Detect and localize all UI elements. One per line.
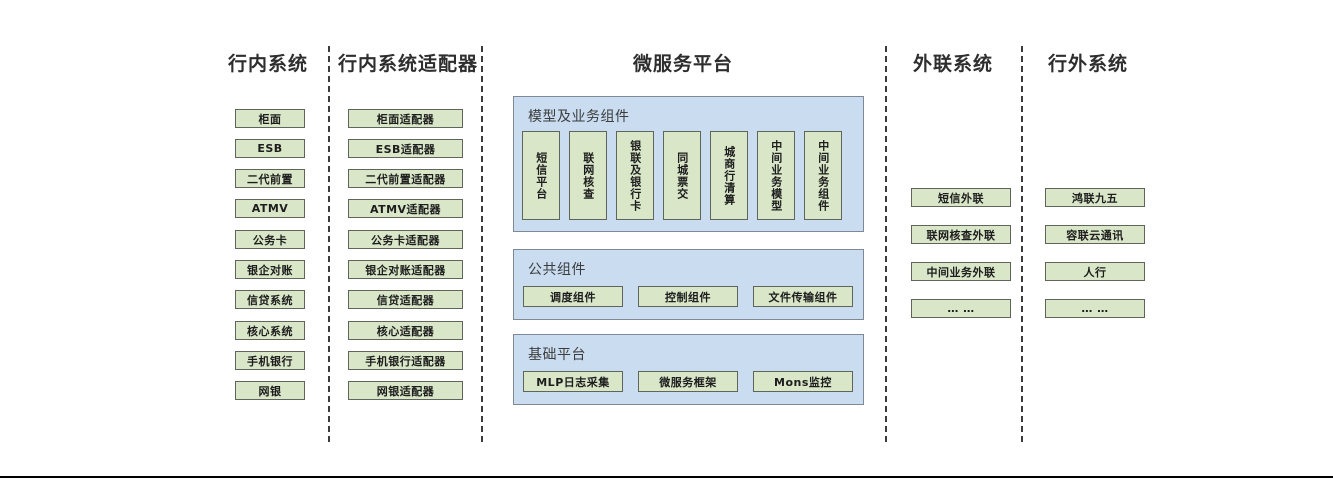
node-base-platform-component[interactable]: Mons监控 (753, 371, 853, 392)
node-internal-system[interactable]: 手机银行 (235, 351, 305, 370)
node-internal-system[interactable]: 网银 (235, 381, 305, 400)
node-outside-bank-system[interactable]: 容联云通讯 (1045, 225, 1145, 244)
node-internal-adapter[interactable]: 手机银行适配器 (348, 351, 463, 370)
node-internal-system[interactable]: 柜面 (235, 109, 305, 128)
node-model-component[interactable]: 中间业务模型 (757, 131, 795, 220)
node-model-component[interactable]: 城商行清算 (710, 131, 748, 220)
node-external-link-system[interactable]: 中间业务外联 (911, 262, 1011, 281)
node-model-component[interactable]: 中间业务组件 (804, 131, 842, 220)
node-internal-adapter[interactable]: 信贷适配器 (348, 290, 463, 309)
node-outside-bank-system[interactable]: 人行 (1045, 262, 1145, 281)
node-model-component[interactable]: 同城票交 (663, 131, 701, 220)
node-outside-bank-system[interactable]: … … (1045, 299, 1145, 318)
platform-title: 微服务平台 (632, 53, 733, 75)
node-internal-adapter[interactable]: ESB适配器 (348, 139, 463, 158)
node-model-component[interactable]: 联网核查 (569, 131, 607, 220)
node-base-platform-component[interactable]: MLP日志采集 (523, 371, 623, 392)
divider-line-3 (885, 46, 887, 442)
node-base-platform-component[interactable]: 微服务框架 (638, 371, 738, 392)
node-internal-adapter[interactable]: 银企对账适配器 (348, 260, 463, 279)
column-title-internal-adapters: 行内系统适配器 (338, 53, 479, 75)
page-bottom-rule (0, 476, 1333, 478)
node-internal-adapter[interactable]: 公务卡适配器 (348, 230, 463, 249)
node-internal-system[interactable]: 二代前置 (235, 169, 305, 188)
divider-line-4 (1021, 46, 1023, 442)
node-internal-system[interactable]: 核心系统 (235, 321, 305, 340)
divider-line-1 (328, 46, 330, 442)
column-title-outside-bank-systems: 行外系统 (1047, 53, 1128, 75)
node-internal-system[interactable]: 公务卡 (235, 230, 305, 249)
node-outside-bank-system[interactable]: 鸿联九五 (1045, 188, 1145, 207)
node-external-link-system[interactable]: 短信外联 (911, 188, 1011, 207)
node-internal-adapter[interactable]: 核心适配器 (348, 321, 463, 340)
column-title-internal-systems: 行内系统 (227, 53, 308, 75)
divider-line-2 (481, 46, 483, 442)
node-model-component[interactable]: 短信平台 (522, 131, 560, 220)
panel-title-model-business-components: 模型及业务组件 (528, 109, 630, 125)
node-internal-system[interactable]: 银企对账 (235, 260, 305, 279)
node-internal-adapter[interactable]: ATMV适配器 (348, 199, 463, 218)
node-internal-adapter[interactable]: 网银适配器 (348, 381, 463, 400)
column-title-external-link-systems: 外联系统 (912, 53, 993, 75)
node-external-link-system[interactable]: … … (911, 299, 1011, 318)
node-internal-system[interactable]: ESB (235, 139, 305, 158)
node-internal-adapter[interactable]: 柜面适配器 (348, 109, 463, 128)
node-internal-system[interactable]: 信贷系统 (235, 290, 305, 309)
node-internal-system[interactable]: ATMV (235, 199, 305, 218)
panel-base-platform: 基础平台 (513, 334, 864, 405)
panel-title-public-components: 公共组件 (528, 262, 586, 278)
node-external-link-system[interactable]: 联网核查外联 (911, 225, 1011, 244)
node-public-component[interactable]: 文件传输组件 (753, 286, 853, 307)
node-public-component[interactable]: 调度组件 (523, 286, 623, 307)
node-internal-adapter[interactable]: 二代前置适配器 (348, 169, 463, 188)
panel-public-components: 公共组件 (513, 249, 864, 320)
node-model-component[interactable]: 银联及银行卡 (616, 131, 654, 220)
panel-title-base-platform: 基础平台 (528, 347, 586, 363)
node-public-component[interactable]: 控制组件 (638, 286, 738, 307)
